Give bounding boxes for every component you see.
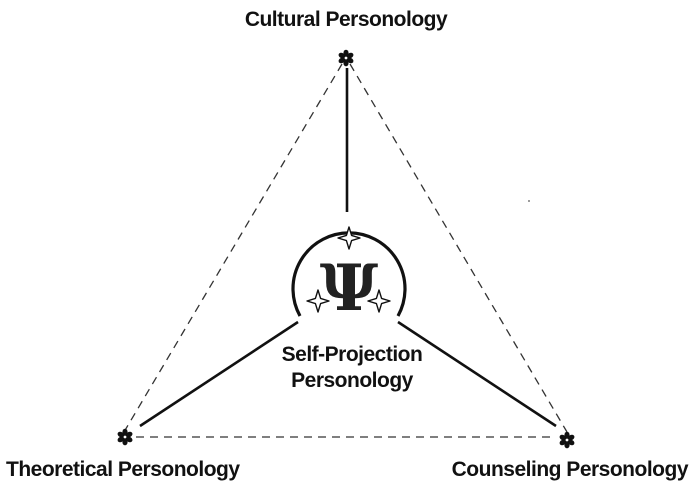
center-label: Self-Projection Personology: [252, 342, 452, 394]
spoke-right: [397, 320, 557, 428]
center-label-line1: Self-Projection: [281, 343, 423, 366]
stray-dot: [528, 200, 530, 202]
dashed-edge-top-left: [123, 63, 343, 433]
node-label-right: Counseling Personology: [451, 458, 689, 481]
dashed-edge-top-right: [349, 63, 568, 433]
flower-icon-left: [116, 428, 134, 446]
node-label-top: Cultural Personology: [244, 8, 448, 31]
center-label-line2: Personology: [291, 369, 413, 392]
flower-icon-right: [558, 431, 576, 449]
spoke-left: [139, 320, 299, 428]
node-label-left: Theoretical Personology: [6, 458, 240, 481]
flower-icon-top: [337, 49, 355, 67]
psi-symbol: Ψ: [320, 251, 379, 326]
